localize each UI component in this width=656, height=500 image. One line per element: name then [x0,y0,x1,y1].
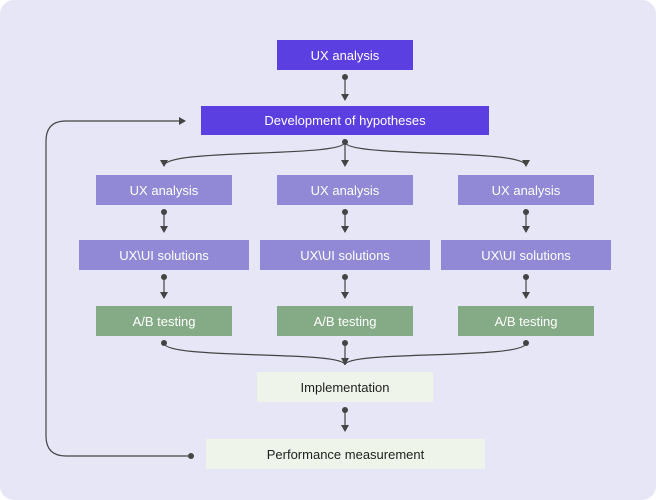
node-ux-analysis-2: UX analysis [277,175,413,205]
node-ab-testing-3: A/B testing [458,306,594,336]
node-ab-testing-2: A/B testing [277,306,413,336]
connector-feedback-loop [45,117,191,457]
node-implementation: Implementation [257,372,433,402]
node-ux-analysis-3: UX analysis [458,175,594,205]
connector-merge-right [344,342,527,366]
node-ux-analysis-top: UX analysis [277,40,413,70]
node-ux-analysis-1: UX analysis [96,175,232,205]
node-ux-ui-solutions-1: UX\UI solutions [79,240,249,270]
connector-hypotheses-branch-left [160,141,346,167]
node-performance-measurement: Performance measurement [206,439,485,469]
node-development-of-hypotheses: Development of hypotheses [201,106,489,135]
node-ux-ui-solutions-3: UX\UI solutions [441,240,611,270]
connector-merge-left [163,342,346,366]
node-ux-ui-solutions-2: UX\UI solutions [260,240,430,270]
node-ab-testing-1: A/B testing [96,306,232,336]
connector-hypotheses-branch-right [344,141,530,167]
